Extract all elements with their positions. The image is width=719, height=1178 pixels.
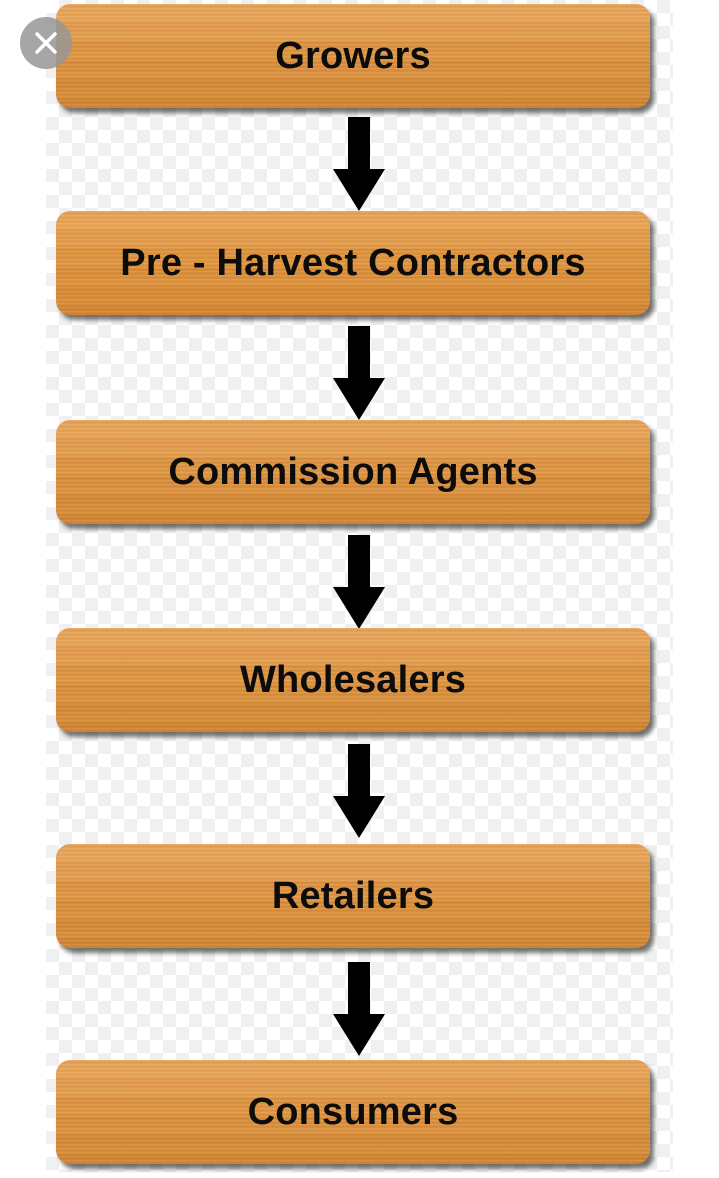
close-icon xyxy=(35,32,57,54)
arrow-down-icon xyxy=(333,326,385,420)
node-label: Consumers xyxy=(247,1090,459,1133)
arrow-down-icon xyxy=(333,962,385,1056)
node-commission-agents: Commission Agents xyxy=(56,420,650,524)
node-label: Growers xyxy=(275,34,431,77)
node-label: Retailers xyxy=(271,874,435,917)
node-growers: Growers xyxy=(56,4,650,108)
node-consumers: Consumers xyxy=(56,1060,650,1164)
node-label: Wholesalers xyxy=(239,658,467,701)
node-wholesalers: Wholesalers xyxy=(56,628,650,732)
arrow-down-icon xyxy=(333,744,385,838)
close-button[interactable] xyxy=(20,17,72,69)
arrow-down-icon xyxy=(333,117,385,211)
arrow-down-icon xyxy=(333,535,385,629)
node-pre-harvest-contractors: Pre - Harvest Contractors xyxy=(56,211,650,315)
node-retailers: Retailers xyxy=(56,844,650,948)
node-label: Commission Agents xyxy=(168,450,538,493)
node-label: Pre - Harvest Contractors xyxy=(120,241,586,284)
